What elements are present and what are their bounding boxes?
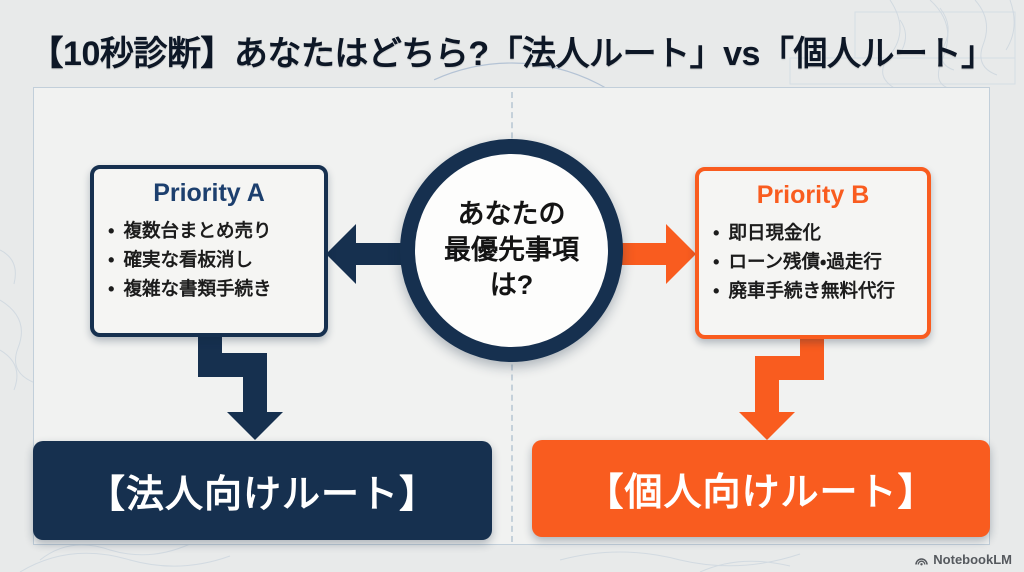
- priority-b-list: 即日現金化 ローン残債・過走行 廃車手続き無料代行: [699, 218, 927, 306]
- priority-b-card: Priority B 即日現金化 ローン残債・過走行 廃車手続き無料代行: [695, 167, 931, 339]
- page-title: 【10秒診断】あなたはどちら?「法人ルート」vs「個人ルート」: [29, 35, 995, 73]
- decision-circle: あなたの 最優先事項 は?: [400, 139, 623, 362]
- priority-a-item: 複雑な書類手続き: [108, 274, 314, 303]
- notebooklm-logo-icon: [915, 557, 929, 565]
- priority-b-title: Priority B: [756, 181, 870, 209]
- route-corporate-box: 【法人向けルート】: [33, 441, 492, 540]
- priority-b-item: 廃車手続き無料代行: [713, 276, 917, 305]
- notebooklm-brand-text: NotebookLM: [933, 552, 1012, 567]
- decision-question: あなたの 最優先事項 は?: [444, 197, 579, 304]
- route-corporate-label: 【法人向けルート】: [86, 474, 438, 516]
- priority-a-item: 確実な看板消し: [108, 245, 314, 274]
- question-line: 最優先事項: [444, 234, 579, 265]
- footer-brand: NotebookLM: [914, 552, 1012, 567]
- priority-b-item: 即日現金化: [713, 218, 917, 247]
- priority-a-list: 複数台まとめ売り 確実な看板消し 複雑な書類手続き: [94, 216, 324, 304]
- question-line: あなたの: [457, 199, 566, 230]
- route-individual-box: 【個人向けルート】: [532, 440, 990, 537]
- question-line: は?: [489, 270, 534, 301]
- priority-b-item: ローン残債・過走行: [713, 247, 917, 276]
- priority-a-item: 複数台まとめ売り: [108, 216, 314, 245]
- priority-a-card: Priority A 複数台まとめ売り 確実な看板消し 複雑な書類手続き: [90, 165, 328, 337]
- priority-a-title: Priority A: [153, 179, 265, 207]
- route-individual-label: 【個人向けルート】: [585, 472, 937, 514]
